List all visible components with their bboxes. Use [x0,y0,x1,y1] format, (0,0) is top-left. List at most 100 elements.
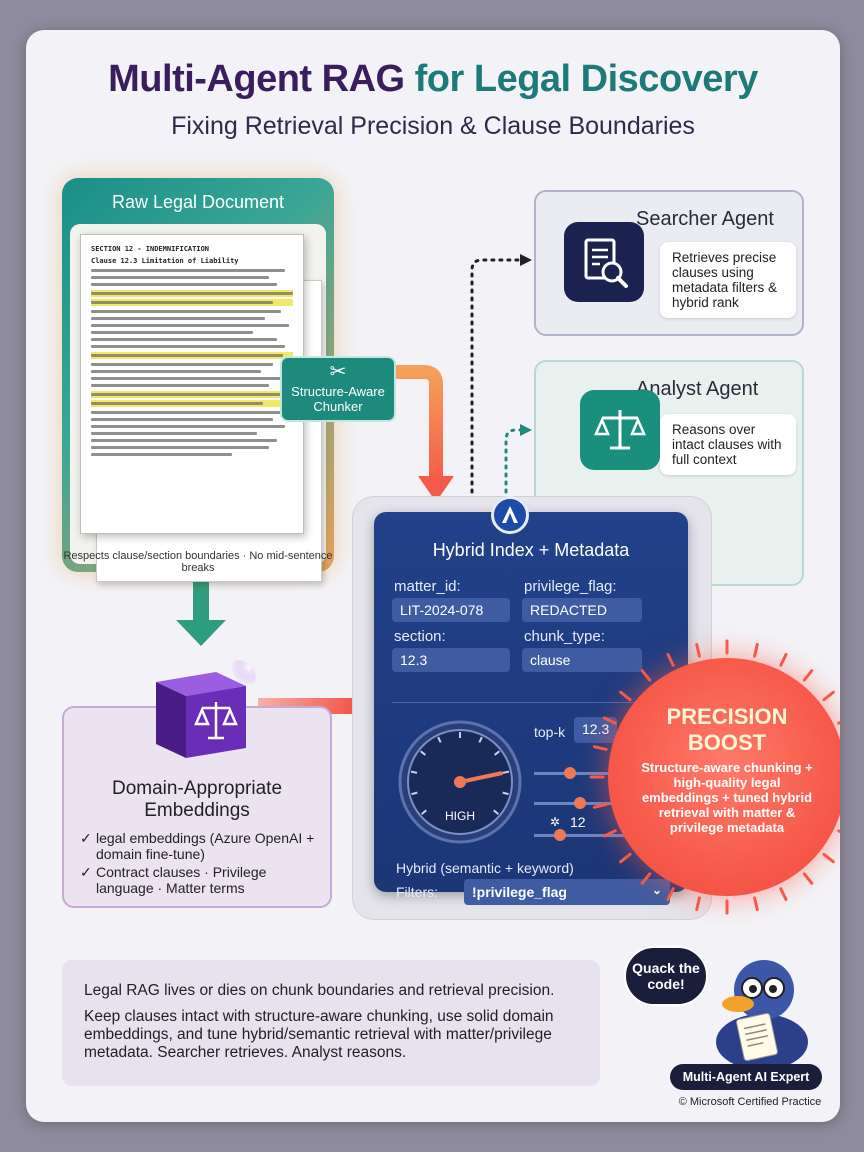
matter-id-value[interactable]: LIT-2024-078 [392,598,510,622]
doc-heading-2: Clause 12.3 Limitation of Liability [91,257,239,265]
filters-select[interactable]: !privilege_flag ⌄ [464,879,670,905]
boost-ray [592,803,608,809]
index-to-searcher-dotted [470,258,524,494]
divider [392,702,672,703]
gauge-tick [478,736,483,743]
matter-id-label: matter_id: [394,578,461,595]
privilege-flag-value[interactable]: REDACTED [522,598,642,622]
boost-ray [753,896,759,912]
chunk-type-value[interactable]: clause [522,648,642,672]
raw-document-title: Raw Legal Document [111,192,285,212]
embeddings-list: ✓legal embeddings (Azure OpenAI + domain… [80,830,325,898]
boost-ray [695,896,701,912]
gauge-tick [437,736,442,743]
summary-line-1: Legal RAG lives or dies on chunk boundar… [84,982,555,999]
document-search-icon [564,222,644,302]
boost-ray [802,872,814,885]
slider-knob[interactable] [554,829,567,841]
precision-boost-badge: PRECISION BOOST Structure-aware chunking… [608,658,840,896]
slider-3[interactable] [534,829,654,841]
analyst-agent-description: Reasons over intact clauses with full co… [660,414,796,475]
privilege-flag-label: privilege_flag: [524,578,617,595]
sparkle-icon: ✲ [550,815,561,829]
page-subtitle: Fixing Retrieval Precision & Clause Boun… [171,112,695,140]
summary-note: Legal RAG lives or dies on chunk boundar… [62,960,600,1086]
precision-boost-description: Structure-aware chunking + high-quality … [641,760,813,835]
gauge-tick [493,809,499,815]
boost-ray [802,669,814,682]
chunker-label: Structure-Aware Chunker [291,384,385,414]
boost-ray [837,829,840,834]
check-icon: ✓ [80,864,92,880]
boost-ray [592,745,608,751]
page-title: Multi-Agent RAG for Legal Discovery [26,58,840,101]
filters-value: !privilege_flag [472,884,567,900]
raw-document-note: Respects clause/section boundaries · No … [63,550,333,574]
embeddings-item: ✓Contract clauses · Privilege language ·… [80,864,267,896]
chevron-down-icon: ⌄ [651,883,662,897]
precision-gauge: HIGH [398,720,522,844]
embeddings-item: ✓legal embeddings (Azure OpenAI + domain… [80,830,315,862]
boost-ray [753,642,759,658]
azure-logo-icon [491,496,529,534]
secondary-value: 12 [570,814,586,830]
doc-text-lines [91,269,293,456]
embeddings-title: Domain-Appropriate Embeddings [111,778,283,821]
boost-ray [695,642,701,658]
boost-ray [822,852,835,864]
boost-ray [602,716,617,725]
index-to-analyst-dotted [504,428,524,494]
boost-rays [589,639,840,915]
slider-knob[interactable] [564,767,576,779]
doc-to-embed-arrowhead [176,620,226,646]
copyright: © Microsoft Certified Practice [678,1096,822,1108]
raw-document-panel: Raw Legal Document SECTION 12 - INDEMNIF… [62,178,334,582]
boost-ray [602,829,617,838]
slider-knob[interactable] [573,797,586,809]
boost-ray [822,690,835,702]
precision-boost-title: PRECISION BOOST [666,704,788,755]
boost-ray [779,887,788,902]
raw-document-inner: SECTION 12 - INDEMNIFICATION Clause 12.3… [70,224,326,582]
analyst-agent-title: Analyst Agent [636,378,759,400]
slider-2[interactable] [534,797,654,809]
gauge-tick [502,770,510,774]
gauge-tick [410,770,418,774]
gauge-tick [419,750,426,756]
filters-label: Filters: [396,884,438,900]
chunk-type-label: chunk_type: [524,628,605,645]
doc-to-embed-shaft [193,578,209,624]
searcher-agent-description: Retrieves precise clauses using metadata… [660,242,796,318]
searcher-agent-card: Searcher Agent Retrieves precise clauses… [534,190,804,336]
topk-label: top-k [534,724,566,740]
structure-aware-chunker: ✂ Structure-Aware Chunker [280,356,396,422]
chunker-arrowhead [418,476,454,502]
gauge-tick [411,791,418,796]
scales-icon [580,390,660,470]
gauge-label: HIGH [445,809,475,823]
boost-ray [666,652,675,667]
chunker-to-index-arrow [394,365,443,482]
speech-bubble: Quack the code! [624,946,708,1006]
section-label: section: [394,628,446,645]
scissors-icon: ✂ [329,361,347,383]
doc-heading-1: SECTION 12 - INDEMNIFICATION [91,245,210,253]
boost-ray [640,872,652,885]
title-part-2: for Legal Discovery [414,58,759,100]
title-part-1: Multi-Agent RAG [108,58,405,100]
boost-ray [779,652,788,667]
boost-ray [666,887,675,902]
expert-badge: Multi-Agent AI Expert [670,1064,822,1090]
retrieval-mode: Hybrid (semantic + keyword) [396,860,574,876]
infographic-frame: Multi-Agent RAG for Legal Discovery Fixi… [26,30,840,1122]
gauge-tick [494,750,501,756]
check-icon: ✓ [80,830,92,846]
boost-ray [619,690,632,702]
boost-ray [619,852,632,864]
hybrid-index-title: Hybrid Index + Metadata [432,540,630,560]
searcher-agent-title: Searcher Agent [636,208,774,230]
document-page: SECTION 12 - INDEMNIFICATION Clause 12.3… [80,234,304,534]
slider-1[interactable] [534,767,654,779]
boost-ray [640,669,652,682]
section-value[interactable]: 12.3 [392,648,510,672]
